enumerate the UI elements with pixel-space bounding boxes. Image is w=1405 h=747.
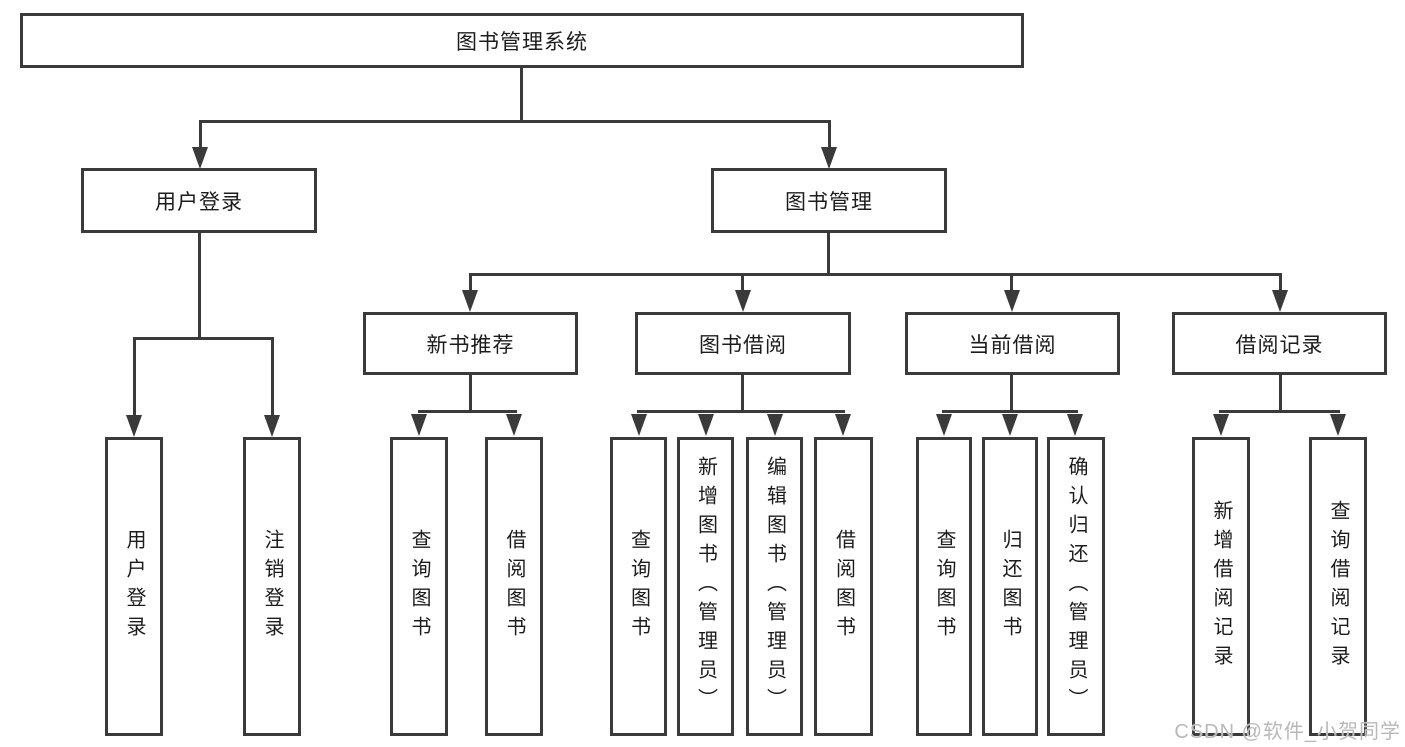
arrow-down-icon [1213, 414, 1229, 436]
arrow-down-icon [1002, 414, 1018, 436]
leaf-label: 查询图书 [408, 528, 430, 645]
connector-group-branch [418, 410, 517, 413]
node-current-borrowing: 当前借阅 [905, 312, 1120, 375]
leaf-confirm-return-admin: 确认归还（管理员） [1047, 437, 1105, 736]
arrow-down-icon [126, 415, 142, 437]
leaf-add-borrow-record: 新增借阅记录 [1192, 437, 1250, 736]
arrow-down-icon [1330, 414, 1346, 436]
node-borrowing-records: 借阅记录 [1172, 312, 1387, 375]
arrow-down-icon [192, 147, 208, 169]
node-library-management-system: 图书管理系统 [20, 13, 1024, 68]
connector-group-stem [741, 375, 744, 410]
connector-group-stem [1279, 375, 1282, 410]
node-new-book-recommend: 新书推荐 [363, 312, 578, 375]
arrow-down-icon [835, 414, 851, 436]
leaf-label: 注销登录 [261, 528, 283, 645]
arrow-down-icon [264, 415, 280, 437]
leaf-label: 借阅图书 [503, 528, 525, 645]
arrow-down-icon [735, 290, 751, 312]
node-label: 图书管理 [785, 190, 873, 214]
leaf-add-books-admin: 新增图书（管理员） [677, 437, 734, 736]
leaf-label: 查询图书 [933, 528, 955, 645]
arrow-down-icon [506, 414, 522, 436]
leaf-borrow-books: 借阅图书 [814, 437, 873, 736]
leaf-borrow-books: 借阅图书 [485, 437, 543, 736]
arrow-down-icon [698, 414, 714, 436]
arrow-down-icon [821, 147, 837, 169]
node-label: 借阅记录 [1235, 333, 1324, 357]
leaf-query-books: 查询图书 [610, 437, 667, 736]
connector-root-branch [199, 120, 831, 123]
connector-l3-drop [1279, 273, 1282, 292]
arrow-down-icon [462, 290, 478, 312]
connector-group-stem [1010, 375, 1013, 410]
connector-leaf-drop [271, 337, 274, 416]
leaf-label: 新增图书（管理员） [694, 456, 717, 717]
leaf-user-login: 用户登录 [105, 437, 163, 736]
leaf-query-borrow-record: 查询借阅记录 [1309, 437, 1367, 736]
leaf-label: 查询图书 [627, 528, 650, 645]
connector-l3-drop [469, 273, 472, 292]
leaf-label: 借阅图书 [832, 528, 855, 645]
leaf-label: 编辑图书（管理员） [763, 456, 786, 717]
connector-book-mgmt-drop [828, 120, 831, 148]
node-user-login: 用户登录 [81, 168, 317, 233]
node-label: 图书管理系统 [456, 30, 588, 54]
leaf-label: 新增借阅记录 [1210, 499, 1232, 674]
leaf-logout: 注销登录 [243, 437, 301, 736]
connector-book-mgmt-branch [469, 273, 1282, 276]
leaf-label: 查询借阅记录 [1327, 499, 1349, 674]
node-label: 当前借阅 [968, 333, 1057, 357]
arrow-down-icon [1004, 290, 1020, 312]
connector-group-stem [469, 375, 472, 410]
leaf-query-books: 查询图书 [390, 437, 448, 736]
leaf-label: 归还图书 [999, 528, 1021, 645]
connector-user-login-drop [199, 120, 202, 148]
connector-leaf-drop [133, 337, 136, 416]
leaf-edit-books-admin: 编辑图书（管理员） [746, 437, 803, 736]
node-label: 新书推荐 [426, 333, 515, 357]
leaf-label: 用户登录 [123, 528, 145, 645]
node-label: 图书借阅 [699, 333, 787, 357]
arrow-down-icon [1272, 290, 1288, 312]
connector-user-login-stem [198, 233, 201, 337]
arrow-down-icon [936, 414, 952, 436]
leaf-label: 确认归还（管理员） [1065, 456, 1087, 717]
connector-root-stem [520, 68, 523, 120]
leaf-query-books: 查询图书 [916, 437, 972, 736]
connector-user-login-branch [133, 337, 274, 340]
arrow-down-icon [631, 414, 647, 436]
connector-book-mgmt-stem [827, 233, 830, 273]
node-book-borrowing: 图书借阅 [635, 312, 851, 375]
leaf-return-books: 归还图书 [982, 437, 1038, 736]
connector-group-branch [942, 410, 1078, 413]
connector-l3-drop [741, 273, 744, 292]
node-book-management: 图书管理 [711, 168, 947, 233]
connector-l3-drop [1010, 273, 1013, 292]
arrow-down-icon [1067, 414, 1083, 436]
node-label: 用户登录 [155, 190, 243, 214]
connector-group-branch [1219, 410, 1340, 413]
arrow-down-icon [767, 414, 783, 436]
connector-group-branch [637, 410, 845, 413]
arrow-down-icon [411, 414, 427, 436]
csdn-watermark: CSDN @软件_小贺同学 [1174, 721, 1401, 743]
